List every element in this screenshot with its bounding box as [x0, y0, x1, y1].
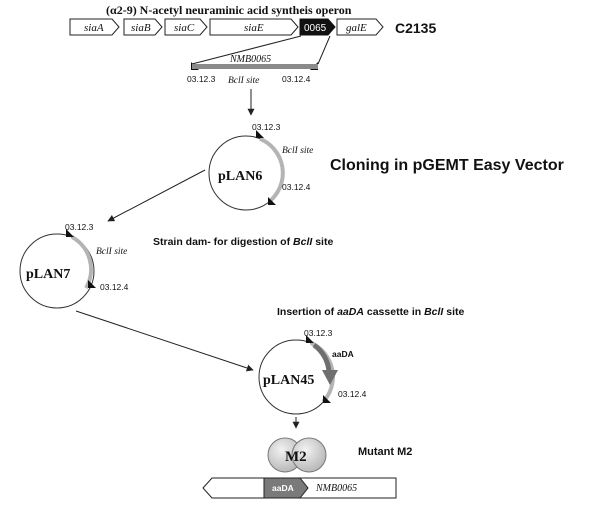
pLAN45-cassette-label: aaDA	[332, 349, 354, 359]
strain-dam-text-3: site	[312, 236, 333, 248]
insertion-text-1: Insertion of	[277, 306, 337, 318]
pLAN7-primer-top-marker	[66, 229, 74, 237]
gene-siaA-arrow	[69, 18, 120, 36]
expansion-line-right	[317, 35, 331, 65]
gene-galE-label: galE	[346, 22, 367, 34]
pLAN45-cassette-arc	[312, 342, 332, 373]
gene-siaC-label: siaC	[174, 22, 195, 34]
insertion-text-3: cassette in	[364, 306, 424, 318]
gene-siaE-arrow	[209, 18, 299, 36]
strain-dam-step-label: Strain dam- for digestion of BclI site	[153, 236, 333, 248]
pLAN6-primer-bottom-marker	[268, 197, 276, 205]
strain-label: C2135	[395, 20, 436, 36]
mutant-gene-label: NMB0065	[315, 483, 357, 494]
pLAN45-primer-top-label: 03.12.3	[304, 328, 333, 338]
gene-0065-label: 0065	[304, 23, 327, 34]
pLAN45-primer-top-marker	[306, 335, 314, 343]
insertion-text-5: site	[443, 306, 464, 318]
mutant-cassette-box	[263, 477, 309, 499]
insert-fragment-bar	[192, 64, 318, 69]
cloning-step-label: Cloning in pGEMT Easy Vector	[330, 157, 564, 174]
pLAN45-primer-bottom-marker	[323, 395, 331, 403]
pLAN6-insert-arc	[259, 136, 285, 203]
pLAN7-name: pLAN7	[26, 267, 70, 282]
pLAN45-cassette-arrowhead	[322, 370, 338, 385]
pLAN45-primer-bottom-label: 03.12.4	[338, 389, 367, 399]
insertion-text-4: BclI	[424, 306, 444, 318]
operon-title: (α2-9) N-acetyl neuraminic acid syntheis…	[106, 3, 352, 17]
gene-0065-arrow	[299, 18, 336, 36]
mutant-cell: M2	[267, 437, 327, 473]
arrow-pLAN6-to-pLAN7	[107, 169, 206, 222]
mutant-cell-label: M2	[285, 449, 307, 465]
gene-siaE-label: siaE	[244, 22, 264, 34]
strain-dam-text-1: Strain dam- for digestion of	[153, 236, 293, 248]
pLAN7-primer-top-label: 03.12.3	[65, 222, 94, 232]
pLAN6-primer-bottom-label: 03.12.4	[282, 182, 311, 192]
mutant-name-label: Mutant M2	[358, 446, 412, 458]
pLAN6-name: pLAN6	[218, 169, 262, 184]
gene-siaB-label: siaB	[131, 22, 151, 34]
mutant-cassette-label: aaDA	[272, 483, 294, 493]
pLAN6-primer-top-label: 03.12.3	[252, 122, 281, 132]
strain-dam-text-2: BclI	[293, 236, 313, 248]
expansion-line-left	[191, 35, 302, 65]
insert-site-label: BclI site	[228, 76, 259, 86]
pLAN45-name: pLAN45	[263, 373, 314, 388]
gene-galE-arrow	[336, 18, 384, 36]
pLAN7-primer-bottom-label: 03.12.4	[100, 282, 129, 292]
insertion-text-2: aaDA	[337, 306, 364, 318]
insert-gene-label: NMB0065	[229, 54, 271, 65]
pLAN7-site-label: BclI site	[96, 247, 127, 257]
gene-siaC-arrow	[164, 18, 208, 36]
pLAN7-primer-bottom-marker	[88, 280, 96, 288]
operon-genes: siaA siaB siaC siaE 0065 galE	[69, 18, 384, 36]
gene-siaA-label: siaA	[84, 22, 104, 34]
insertion-step-label: Insertion of aaDA cassette in BclI site	[277, 306, 465, 318]
gene-siaB-arrow	[123, 18, 163, 36]
pLAN6-primer-top-marker	[256, 130, 264, 138]
primer-right-label: 03.12.4	[282, 74, 311, 84]
arrow-pLAN7-to-pLAN45	[75, 310, 254, 372]
primer-left-label: 03.12.3	[187, 74, 216, 84]
pLAN7-plasmid	[19, 233, 95, 309]
pLAN6-site-label: BclI site	[282, 146, 313, 156]
mutant-cell-right	[291, 437, 327, 473]
